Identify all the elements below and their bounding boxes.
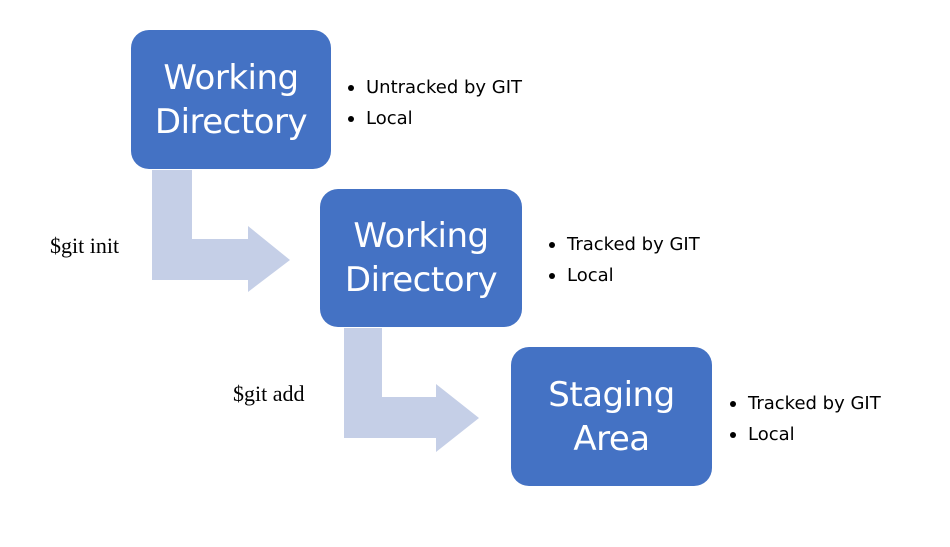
git-add-arrow	[344, 328, 479, 452]
git-init-arrow	[152, 170, 290, 292]
stage-title-line2: Directory	[344, 260, 498, 300]
stage-notes-list: Tracked by GIT Local	[728, 388, 881, 450]
working-directory-untracked-box: Working Directory	[131, 30, 331, 169]
stage-note: Untracked by GIT	[346, 72, 522, 103]
stage-title-line1: Working	[163, 57, 299, 98]
stage-note: Tracked by GIT	[547, 229, 700, 260]
stage-note: Local	[346, 103, 522, 134]
stage-note: Local	[547, 260, 700, 291]
stage-title-line1: Staging	[548, 374, 675, 415]
git-init-command: $git init	[50, 233, 120, 258]
stage-note: Local	[728, 419, 881, 450]
stage-title-line2: Directory	[154, 101, 308, 142]
stage-notes-list: Untracked by GIT Local	[346, 72, 522, 134]
stage-note: Tracked by GIT	[728, 388, 881, 419]
working-directory-tracked-box: Working Directory	[320, 189, 522, 327]
git-add-command: $git add	[233, 381, 305, 406]
staging-area-box: Staging Area	[511, 347, 712, 486]
stage-notes-list: Tracked by GIT Local	[547, 229, 700, 291]
stage-title-line1: Working	[353, 216, 489, 256]
stage-title-line2: Area	[573, 418, 650, 459]
